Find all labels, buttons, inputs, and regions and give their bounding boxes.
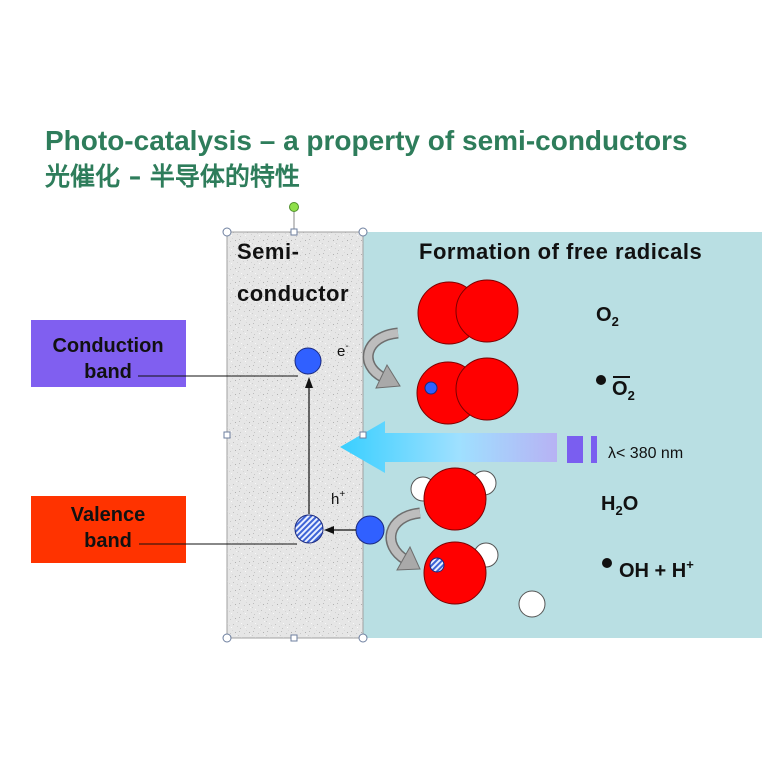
slide-subtitle-chinese: 光催化 – 半导体的特性 bbox=[44, 162, 300, 191]
electron-transfer-arrow bbox=[362, 327, 401, 389]
hydroxyl-molecule bbox=[423, 541, 499, 605]
hole-valence-band bbox=[294, 514, 324, 544]
conduction-band-label-line2: band bbox=[84, 361, 132, 383]
water-oxygen bbox=[423, 467, 487, 531]
superoxide-molecule bbox=[416, 357, 519, 425]
electron-charge: - bbox=[345, 341, 348, 352]
water-o: O bbox=[623, 493, 639, 515]
hydroxyl-text: OH + H bbox=[619, 560, 686, 582]
electron-surface bbox=[355, 515, 385, 545]
light-beam-arrow bbox=[340, 421, 557, 473]
electron-label: e- bbox=[337, 341, 349, 360]
hydroxyl-radical-dot bbox=[602, 558, 612, 568]
hole-label: h+ bbox=[331, 489, 345, 508]
oxygen-molecule bbox=[417, 279, 519, 345]
oxygen-element: O bbox=[596, 304, 612, 326]
captured-electron bbox=[424, 381, 438, 395]
superoxide-radical-dot bbox=[596, 375, 606, 385]
oxygen-label: O2 bbox=[596, 304, 619, 329]
captured-hole bbox=[429, 557, 445, 573]
superoxide-atom-right bbox=[455, 357, 519, 421]
resize-handle-bottom-left[interactable] bbox=[222, 633, 232, 643]
resize-handle-left[interactable] bbox=[223, 431, 231, 439]
hole-transfer-arrow bbox=[385, 507, 421, 571]
electron-symbol: e bbox=[337, 343, 345, 360]
resize-handle-bottom[interactable] bbox=[290, 634, 298, 642]
electron-conduction-band bbox=[294, 347, 322, 375]
conduction-band-label-line1: Conduction bbox=[52, 335, 163, 357]
valence-band-box bbox=[31, 496, 186, 563]
water-molecule bbox=[410, 467, 497, 531]
water-h: H bbox=[601, 493, 615, 515]
resize-handle-top[interactable] bbox=[290, 228, 298, 236]
light-bar-wide bbox=[567, 436, 583, 463]
hole-fill-arrow-head bbox=[324, 526, 334, 534]
semiconductor-label-line2: conductor bbox=[237, 281, 349, 306]
hydroxyl-superscript: + bbox=[686, 557, 694, 572]
resize-handle-top-left[interactable] bbox=[222, 227, 232, 237]
oxygen-subscript: 2 bbox=[612, 314, 619, 329]
superoxide-label: O2 bbox=[612, 378, 635, 403]
resize-handle-top-right[interactable] bbox=[358, 227, 368, 237]
semiconductor-shape[interactable] bbox=[226, 231, 364, 639]
excitation-arrow-head bbox=[305, 377, 313, 388]
hole-symbol: h bbox=[331, 491, 339, 508]
water-label: H2O bbox=[601, 493, 638, 518]
hydroxyl-oxygen bbox=[423, 541, 487, 605]
valence-band-label-line1: Valence bbox=[71, 504, 146, 526]
water-subscript: 2 bbox=[615, 503, 622, 518]
superoxide-element: O bbox=[612, 378, 628, 400]
superoxide-subscript: 2 bbox=[628, 388, 635, 403]
rotation-handle[interactable] bbox=[289, 202, 299, 212]
radicals-heading: Formation of free radicals bbox=[419, 239, 702, 264]
hole-charge: + bbox=[339, 489, 345, 500]
free-hydrogen-ion bbox=[518, 590, 546, 618]
semiconductor-label-line1: Semi- bbox=[237, 239, 299, 264]
resize-handle-bottom-right[interactable] bbox=[358, 633, 368, 643]
oxygen-atom-right bbox=[455, 279, 519, 343]
wavelength-label: λ< 380 nm bbox=[608, 445, 683, 462]
hydroxyl-label: OH + H+ bbox=[619, 557, 694, 582]
valence-band-label-line2: band bbox=[84, 530, 132, 552]
light-bar-narrow bbox=[591, 436, 597, 463]
slide-title: Photo-catalysis – a property of semi-con… bbox=[45, 125, 688, 156]
resize-handle-right[interactable] bbox=[359, 431, 367, 439]
